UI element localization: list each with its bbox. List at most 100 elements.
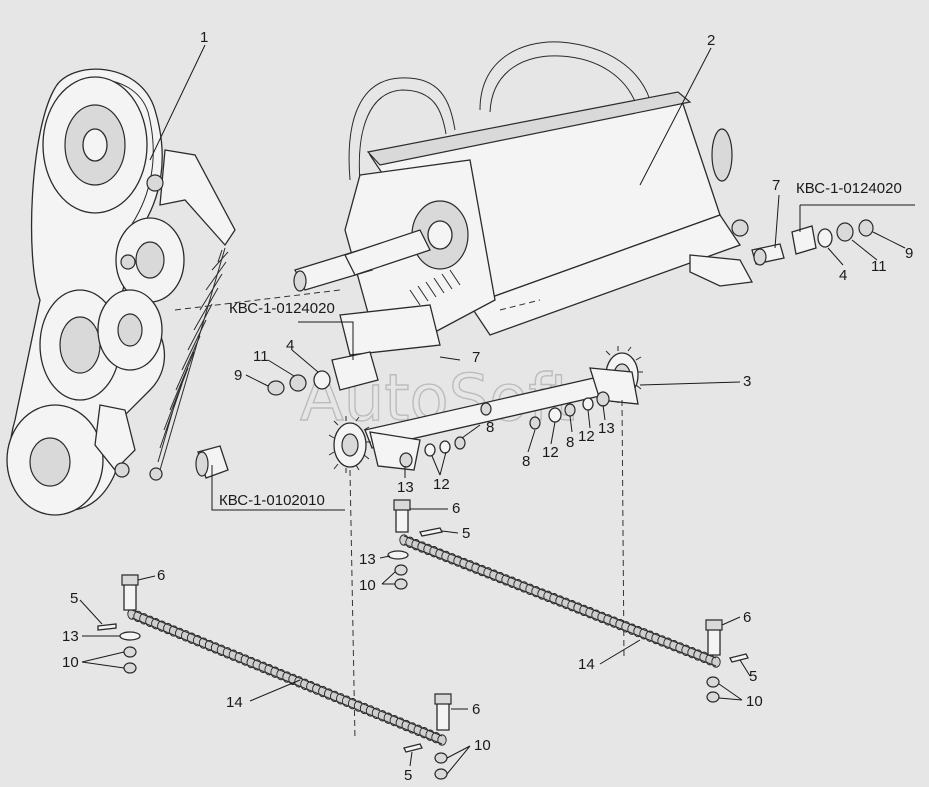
nut-10-upper-right-b	[706, 691, 720, 703]
bolt-6-upper-left-head	[393, 499, 411, 511]
callout-6-upper-left: 6	[452, 500, 460, 517]
pin-5-lower-right	[403, 743, 423, 753]
callout-7-right: 7	[772, 177, 780, 194]
callout-10-lower-left: 10	[62, 654, 79, 671]
callout-12-c: 12	[578, 428, 595, 445]
callout-11-right: 11	[871, 258, 887, 275]
pin-5-upper-right	[729, 653, 749, 663]
left-hardware-stack	[267, 351, 379, 396]
callout-2: 2	[707, 32, 715, 49]
bush-part	[195, 445, 229, 479]
callout-13-c: 13	[359, 551, 376, 568]
pin-5-upper-left	[419, 527, 443, 537]
chain-side-plates	[403, 535, 717, 667]
pulley-bolt	[120, 254, 136, 270]
leader-code-left	[298, 321, 354, 360]
callout-4-left: 4	[286, 337, 294, 354]
washer-4-right	[817, 228, 833, 248]
leader-9-left	[245, 374, 269, 387]
code-label-left: КВС-1-0124020	[229, 300, 335, 317]
sleeve-12-a	[424, 443, 436, 457]
leader-11-left	[267, 359, 295, 377]
code-label-bush: КВС-1-0102010	[219, 492, 325, 509]
leader-code-right	[799, 204, 915, 232]
gearbox-bearing-bore	[427, 220, 453, 250]
leader-5-a	[441, 530, 459, 534]
upper-chain-right-hardware	[705, 619, 749, 703]
alignment-line-right	[621, 399, 625, 661]
lower-bracket	[94, 404, 136, 471]
hydraulic-hose-right-inner	[489, 55, 637, 113]
right-bracket-foot	[689, 254, 754, 287]
leader-8-a	[461, 424, 481, 439]
leader-6-b	[137, 575, 156, 581]
hydraulic-hose-left-inner	[358, 89, 447, 183]
chain-side-plates	[131, 609, 443, 745]
callout-5-upper-left: 5	[462, 525, 470, 542]
left-sprocket-hub	[341, 433, 359, 457]
lower-pulley-hub	[29, 437, 71, 487]
leader-11-right	[851, 239, 878, 261]
bellows-spring	[409, 269, 461, 306]
pin-8-a	[454, 436, 466, 450]
leader-7-right	[774, 194, 780, 249]
leader-5-c	[739, 659, 751, 677]
hydraulic-hose-right	[479, 41, 651, 111]
leader-10-b	[81, 651, 125, 669]
alignment-line-left	[349, 469, 356, 741]
right-end-cap	[711, 128, 733, 182]
bolt-7-right-head	[753, 248, 767, 266]
callout-14-lower: 14	[226, 694, 243, 711]
left-bearing-washer	[399, 452, 413, 468]
washer-13-upper-left	[387, 550, 409, 560]
leader-10-d	[446, 745, 471, 775]
callout-11-left: 11	[253, 348, 269, 365]
pin-5-lower-left	[97, 623, 117, 631]
callout-10-upper-left: 10	[359, 577, 376, 594]
nut-11-left	[289, 374, 307, 392]
callout-numbers: 1 2 3 4 4 5 5 5 5 6 6 6 6 7 7 8 8 8 9 9 …	[62, 29, 913, 784]
arm-bolt	[146, 174, 164, 192]
right-bolt	[731, 219, 749, 237]
leader-8-c	[569, 415, 573, 433]
leader-6-c	[721, 616, 741, 626]
pin-8-d	[564, 403, 576, 417]
leader-14-a	[249, 679, 301, 702]
leader-lines	[79, 44, 915, 775]
washer-4-left	[313, 370, 331, 390]
pin-8-b	[480, 402, 492, 416]
callout-8-b: 8	[522, 453, 530, 470]
tension-pulley-hub	[135, 241, 165, 279]
sleeve-12-b	[439, 440, 451, 454]
callout-8-c: 8	[566, 434, 574, 451]
nut-11-right	[836, 222, 854, 242]
hydraulic-hose-left	[348, 77, 456, 181]
callout-5-upper-right: 5	[749, 668, 757, 685]
callout-6-upper-right: 6	[743, 609, 751, 626]
callout-10-upper-right: 10	[746, 693, 763, 710]
leader-2	[639, 47, 712, 186]
upper-chain-left-hardware	[387, 499, 443, 590]
bush-face	[195, 451, 209, 477]
spring-coils	[157, 249, 229, 463]
lower-chain-left-hardware	[97, 574, 141, 674]
sleeve-12-c	[548, 407, 562, 423]
callout-9-left: 9	[234, 367, 242, 384]
leader-code-bush	[211, 465, 345, 511]
nut-10-lower-left-b	[123, 662, 137, 674]
left-sprocket	[328, 416, 371, 473]
callout-6-lower-left: 6	[157, 567, 165, 584]
bolt-6-lower-right-head	[434, 693, 452, 705]
leader-9-right	[872, 231, 906, 249]
tensioner-arm	[159, 149, 236, 247]
nut-9-right	[858, 219, 874, 237]
main-housing-assembly	[293, 41, 754, 356]
lower-chain-right-hardware	[403, 693, 452, 780]
spring-eye	[149, 467, 163, 481]
chain-upper	[399, 534, 721, 668]
idler-pulley-hub	[117, 313, 143, 347]
chain-link	[711, 656, 721, 668]
washer-13-lower-left	[119, 631, 141, 641]
leader-7-left	[439, 356, 461, 361]
